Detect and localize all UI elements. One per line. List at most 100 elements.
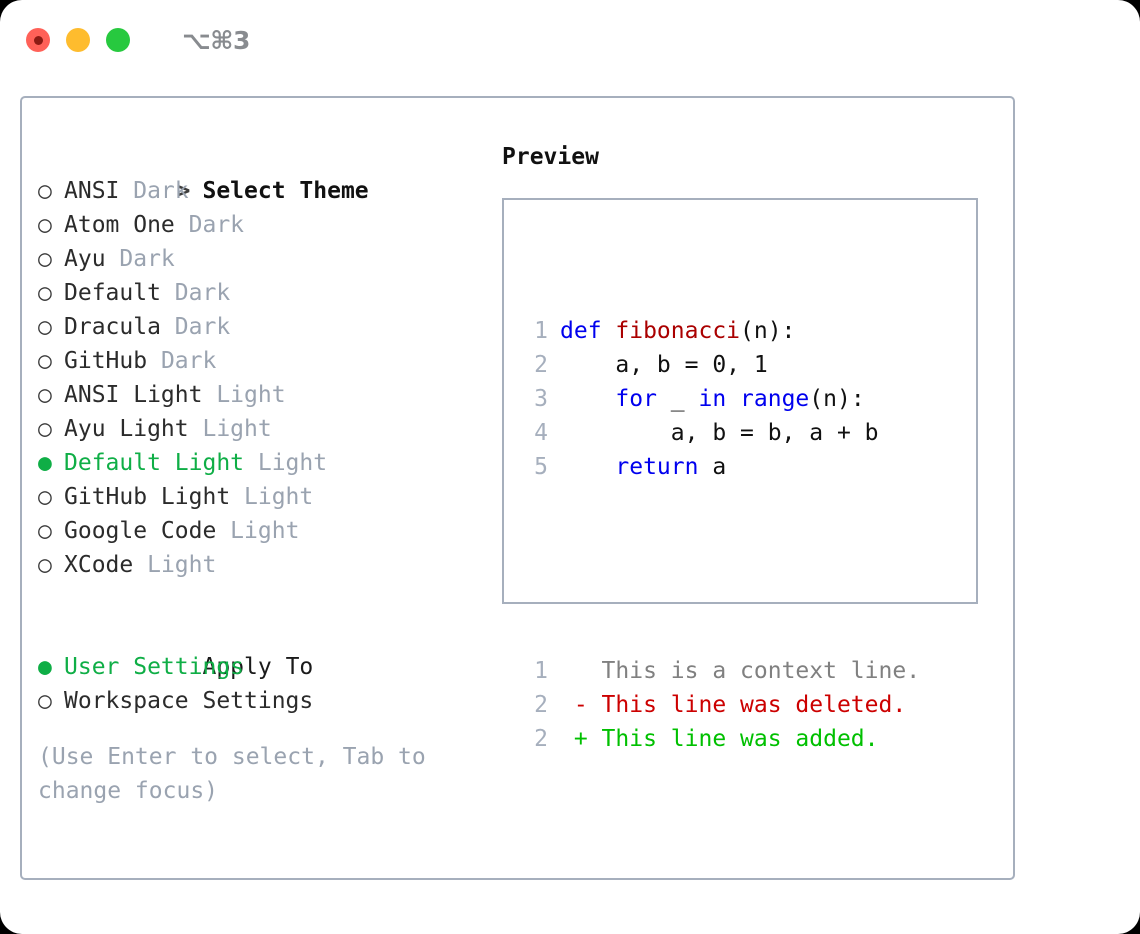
- diff-sign: -: [560, 692, 588, 718]
- radio-unselected-icon: ○: [38, 246, 52, 272]
- theme-option-label: ANSI: [64, 178, 120, 204]
- theme-option-label: ANSI Light: [64, 382, 203, 408]
- theme-variant-tag: Light: [230, 484, 314, 510]
- theme-option-label: Google Code: [64, 518, 217, 544]
- radio-unselected-icon: ○: [38, 178, 52, 204]
- theme-option-atom-one[interactable]: ○Atom One Dark: [38, 208, 498, 242]
- radio-unselected-icon: ○: [38, 518, 52, 544]
- line-number: 2: [534, 692, 548, 718]
- diff-text: This line was added.: [587, 726, 879, 752]
- apply-to-option-label: Workspace Settings: [64, 688, 314, 714]
- theme-option-label: Default: [64, 280, 161, 306]
- theme-variant-tag: Dark: [160, 280, 231, 306]
- keyboard-shortcut-label: ⌥⌘3: [182, 25, 250, 55]
- apply-to-option-workspace-settings[interactable]: ○ Workspace Settings: [38, 684, 498, 718]
- theme-variant-tag: Light: [133, 552, 217, 578]
- theme-variant-tag: Light: [216, 518, 300, 544]
- theme-variant-tag: Dark: [160, 314, 231, 340]
- theme-variant-tag: Light: [202, 382, 286, 408]
- select-theme-header: >Select Theme: [38, 140, 498, 204]
- apply-to-option-user-settings[interactable]: ●User Settings: [38, 650, 498, 684]
- radio-unselected-icon: ○: [38, 382, 52, 408]
- theme-option-github[interactable]: ○ GitHub Dark: [38, 344, 498, 378]
- theme-option-xcode[interactable]: ○ XCode Light: [38, 548, 498, 582]
- minimize-button-icon[interactable]: [66, 28, 90, 52]
- theme-variant-tag: Dark: [174, 212, 245, 238]
- code-token: def: [560, 318, 616, 344]
- line-number: 1: [534, 658, 548, 684]
- theme-picker-panel: >Select Theme ○ANSI Dark○Atom One Dark○A…: [20, 96, 1015, 880]
- theme-variant-tag: Dark: [119, 178, 189, 204]
- radio-unselected-icon: ○: [38, 348, 52, 374]
- code-token: fibonacci: [615, 318, 741, 344]
- theme-option-label: Ayu: [64, 246, 106, 272]
- diff-line: 2 - This line was deleted.: [518, 688, 920, 722]
- theme-option-ansi[interactable]: ○ ANSI Dark: [38, 174, 498, 208]
- theme-option-ayu-light[interactable]: ○Ayu Light Light: [38, 412, 498, 446]
- code-line: 3 for _ in range(n):: [518, 382, 920, 416]
- code-token: (n):: [740, 318, 796, 344]
- radio-unselected-icon: ○: [38, 688, 52, 714]
- window-controls: [26, 28, 130, 52]
- code-token: a, b = 0, 1: [560, 352, 768, 378]
- code-line: 1 def fibonacci(n):: [518, 314, 920, 348]
- theme-option-ayu[interactable]: ○ Ayu Dark: [38, 242, 498, 276]
- theme-list-column: >Select Theme ○ANSI Dark○Atom One Dark○A…: [38, 140, 498, 808]
- keyboard-hint-text: (Use Enter to select, Tab to change focu…: [38, 744, 440, 804]
- maximize-button-icon[interactable]: [106, 28, 130, 52]
- code-token: for: [560, 386, 671, 412]
- diff-line: 1 This is a context line.: [518, 654, 920, 688]
- code-token: return: [560, 454, 713, 480]
- theme-variant-tag: Light: [244, 450, 328, 476]
- theme-option-label: GitHub: [64, 348, 148, 374]
- radio-unselected-icon: ○: [38, 314, 52, 340]
- apply-to-options-list: ●User Settings ○ Workspace Settings: [38, 650, 498, 718]
- theme-option-github-light[interactable]: ○ GitHub Light Light: [38, 480, 498, 514]
- apply-to-header: Apply To: [38, 616, 498, 680]
- theme-variant-tag: Dark: [147, 348, 217, 374]
- theme-option-label: Default Light: [64, 450, 245, 476]
- code-token: in: [698, 386, 741, 412]
- diff-line: 2 + This line was added.: [518, 722, 920, 756]
- theme-options-list: ○ANSI Dark○Atom One Dark○Ayu Dark○Defaul…: [38, 174, 498, 582]
- theme-variant-tag: Dark: [105, 246, 175, 272]
- radio-unselected-icon: ○: [38, 416, 52, 442]
- theme-option-default-light[interactable]: ● Default Light Light: [38, 446, 498, 480]
- theme-option-label: Dracula: [64, 314, 161, 340]
- theme-option-label: GitHub Light: [64, 484, 231, 510]
- theme-option-label: XCode: [64, 552, 134, 578]
- radio-selected-icon: ●: [38, 450, 52, 476]
- code-token: a, b = b, a + b: [560, 420, 879, 446]
- diff-text: This is a context line.: [587, 658, 921, 684]
- code-token: a: [712, 454, 727, 480]
- line-number: 3: [534, 386, 548, 412]
- line-number: 2: [534, 726, 548, 752]
- theme-option-default[interactable]: ○ Default Dark: [38, 276, 498, 310]
- preview-title: Preview: [502, 144, 599, 170]
- theme-option-dracula[interactable]: ○ Dracula Dark: [38, 310, 498, 344]
- code-token: (n):: [809, 386, 865, 412]
- close-button-icon[interactable]: [26, 28, 50, 52]
- theme-option-label: Atom One: [64, 212, 175, 238]
- radio-unselected-icon: ○: [38, 552, 52, 578]
- theme-option-google-code[interactable]: ○ Google Code Light: [38, 514, 498, 548]
- code-line: 5 return a: [518, 450, 920, 484]
- line-number: 1: [534, 318, 548, 344]
- radio-unselected-icon: ○: [38, 280, 52, 306]
- diff-text: This line was deleted.: [587, 692, 907, 718]
- radio-unselected-icon: ○: [38, 484, 52, 510]
- line-number: 5: [534, 454, 548, 480]
- code-token: range: [740, 386, 810, 412]
- line-number: 2: [534, 352, 548, 378]
- code-line: 2 a, b = 0, 1: [518, 348, 920, 382]
- code-diff-gap: [518, 552, 920, 586]
- theme-option-ansi-light[interactable]: ○ ANSI Light Light: [38, 378, 498, 412]
- code-token: _: [670, 386, 699, 412]
- diff-sample: 1 This is a context line.2 - This line w…: [518, 654, 920, 756]
- header-caret-icon: >: [176, 178, 191, 204]
